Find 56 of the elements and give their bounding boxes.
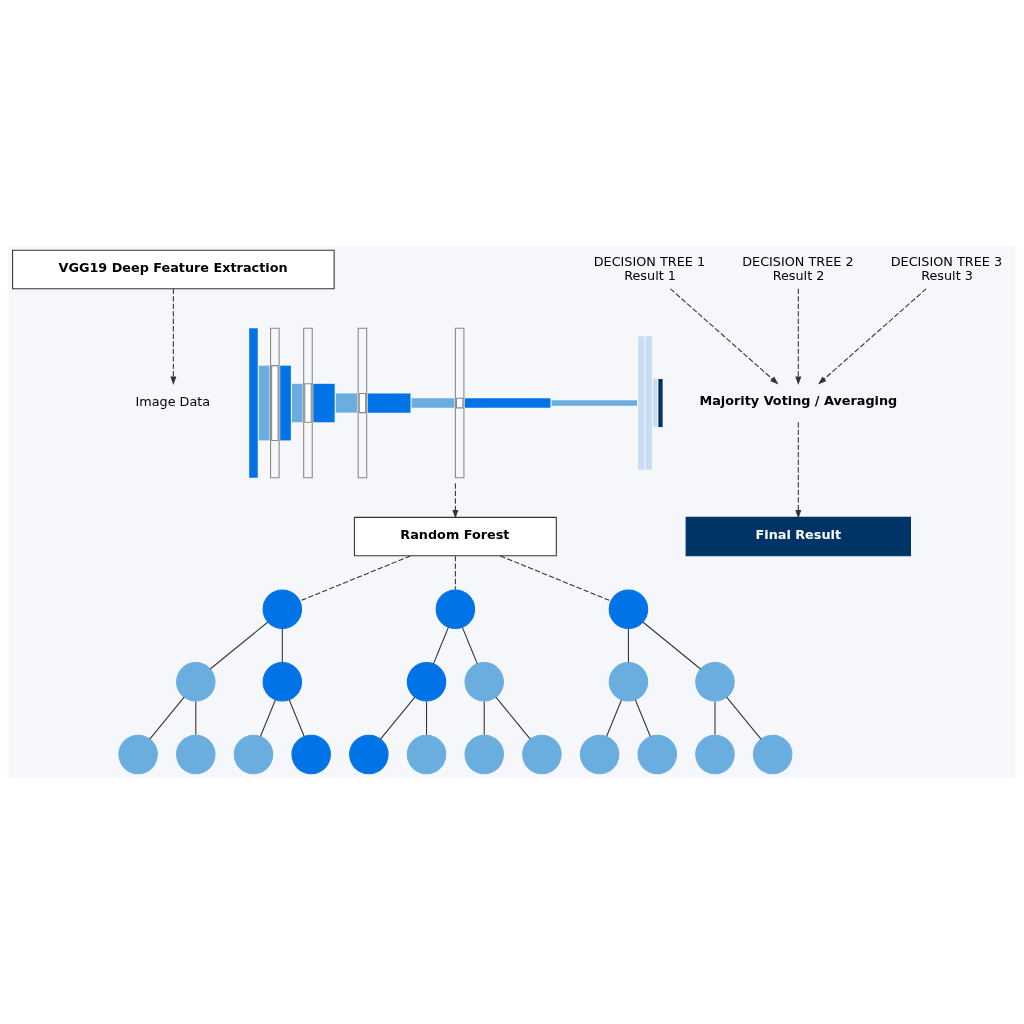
node-circle: [406, 662, 447, 702]
connector: [495, 696, 531, 740]
arrow: [452, 482, 459, 519]
connector: [606, 699, 622, 738]
connector: [642, 621, 702, 670]
node-circle: [464, 662, 504, 702]
connector: [149, 696, 185, 740]
node-text: Image Data: [135, 394, 211, 410]
node-circle: [291, 734, 331, 775]
node-circle: [176, 662, 216, 702]
node-text: DECISION TREE 1 Result 1: [593, 253, 706, 283]
node-box: Random Forest: [353, 516, 557, 557]
node-circle: [118, 734, 158, 775]
node-circle: [349, 734, 389, 775]
node-circle: [262, 589, 303, 629]
node-circle: [233, 734, 274, 775]
node-text: Majority Voting / Averaging: [699, 393, 898, 409]
connector: [714, 700, 716, 736]
connector: [195, 700, 197, 736]
node-circle: [464, 734, 504, 775]
arrow: [818, 288, 927, 385]
node-text: DECISION TREE 3 Result 3: [890, 253, 1003, 283]
connector: [483, 700, 485, 736]
node-circle: [637, 734, 678, 775]
arrow: [669, 288, 779, 385]
connector: [426, 700, 428, 736]
node-box: VGG19 Deep Feature Extraction: [12, 249, 335, 290]
arrow: [795, 288, 802, 386]
node-circle: [435, 589, 476, 629]
connector: [499, 555, 612, 602]
node-box: Final Result: [685, 516, 911, 557]
node-circle: [262, 662, 303, 702]
node-text: DECISION TREE 2 Result 2: [742, 253, 854, 283]
connector: [209, 621, 269, 670]
connector: [454, 555, 456, 591]
connector: [627, 628, 629, 663]
connector: [288, 699, 305, 738]
node-circle: [579, 734, 620, 775]
node-circle: [752, 734, 793, 775]
arrow: [170, 288, 177, 386]
connector: [299, 555, 411, 602]
node-circle: [695, 662, 735, 702]
connector: [461, 626, 478, 665]
connector: [432, 626, 449, 665]
node-circle: [608, 662, 649, 702]
node-circle: [406, 734, 447, 775]
connector: [281, 628, 283, 663]
connector: [259, 699, 276, 738]
arrow: [795, 421, 802, 519]
node-circle: [695, 734, 735, 775]
connector: [379, 696, 416, 740]
connector: [726, 696, 762, 740]
node-circle: [522, 734, 562, 775]
node-circle: [608, 589, 649, 629]
node-circle: [176, 734, 216, 775]
connector: [634, 699, 651, 738]
